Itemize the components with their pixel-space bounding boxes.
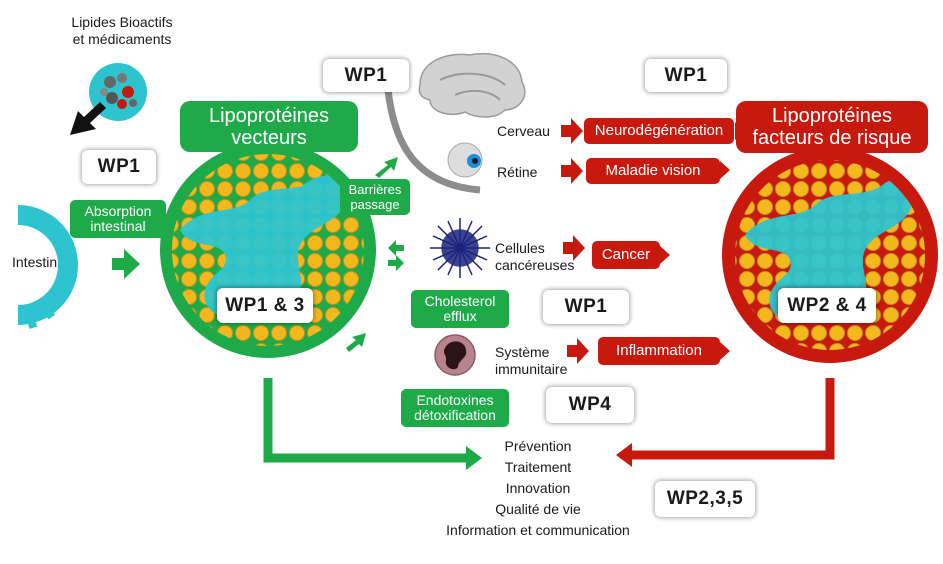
wp-box-right-top: WP1 [645,59,727,92]
red-outcome-arrow [628,378,835,460]
grey-arc [384,89,481,194]
arrow-red-systeme [567,338,589,364]
green-title-line1: Lipoprotéines [208,104,330,127]
retine-label: Rétine [497,164,538,180]
immune-cell-icon [434,334,476,376]
neurodegeneration-box: Neurodégénération [584,118,734,144]
inflammation-box: Inflammation [598,337,720,365]
wp-box-bottom-right: WP2,3,5 [655,481,755,517]
arrow-endotoxines [346,333,366,352]
chevron-cancer [660,246,670,264]
cellules-line1: Cellules [495,240,545,256]
systeme-label: Système immunitaire [495,344,567,378]
absorption-line1: Absorption [84,203,152,219]
systeme-line2: immunitaire [495,361,568,377]
cancer-cell-icon [430,218,490,278]
chevron-vision [720,161,730,179]
wp-box-center-top: WP1 [323,59,409,92]
endotoxines-line2: détoxification [414,407,496,423]
intestin-label: Intestin [12,254,58,270]
brain-icon [418,53,526,118]
red-title-line2: facteurs de risque [752,127,912,149]
arrow-black [70,102,106,135]
arrow-red-cerveau [561,118,583,144]
red-title: Lipoprotéines facteurs de risque [736,101,928,153]
absorption-line2: intestinal [90,218,146,234]
arrow-cholesterol-right [388,255,404,271]
wp-box-left: WP1 [82,150,156,184]
cholesterol-line2: efflux [443,308,477,324]
wp-box-red-circle: WP2 & 4 [778,288,876,323]
cholesterol-line1: Cholesterol [424,293,496,309]
cerveau-label: Cerveau [497,123,550,139]
outcome-innovation: Innovation [505,480,571,496]
cellules-line2: cancéreuses [495,257,575,273]
chevron-inflammation [720,342,730,360]
wp-box-middle: WP1 [543,290,629,324]
outcome-prevention: Prévention [504,438,572,454]
green-outcome-arrow [263,378,470,463]
arrow-red-cellules [563,235,585,261]
green-lipoprotein-circle [160,142,376,358]
systeme-line1: Système [495,344,550,360]
cancer-box: Cancer [592,241,660,269]
arrow-cholesterol-left [388,240,404,256]
barrieres-line1: Barrières [348,182,402,197]
bioactive-lipids-line1: Lipides Bioactifs [71,14,173,30]
cellules-label: Cellules cancéreuses [495,240,574,274]
wp-box-green-circle: WP1 & 3 [217,288,313,323]
red-lipoprotein-circle [722,147,938,363]
outcome-information: Information et communication [446,522,630,538]
wp-box-wp4: WP4 [546,387,634,423]
bioactive-lipids-line2: et médicaments [72,31,172,47]
maladie-vision-box: Maladie vision [586,158,720,184]
green-title-line2: vecteurs [231,126,307,149]
green-title: Lipoprotéines vecteurs [180,101,358,152]
arrow-barrieres [375,157,398,178]
arrow-intestin [112,249,140,279]
bioactive-lipids-label: Lipides Bioactifs et médicaments [52,14,192,48]
outcome-traitement: Traitement [504,459,572,475]
endotoxines-line1: Endotoxines [416,392,494,408]
barrieres-line2: passage [350,197,400,212]
red-title-line1: Lipoprotéines [771,105,893,127]
outcome-qualite-de-vie: Qualité de vie [495,501,581,517]
outcomes-list: Prévention Traitement Innovation Qualité… [420,436,656,541]
intestin-shape [18,205,78,329]
arrow-red-retine [561,158,583,184]
eye-icon [447,142,483,178]
